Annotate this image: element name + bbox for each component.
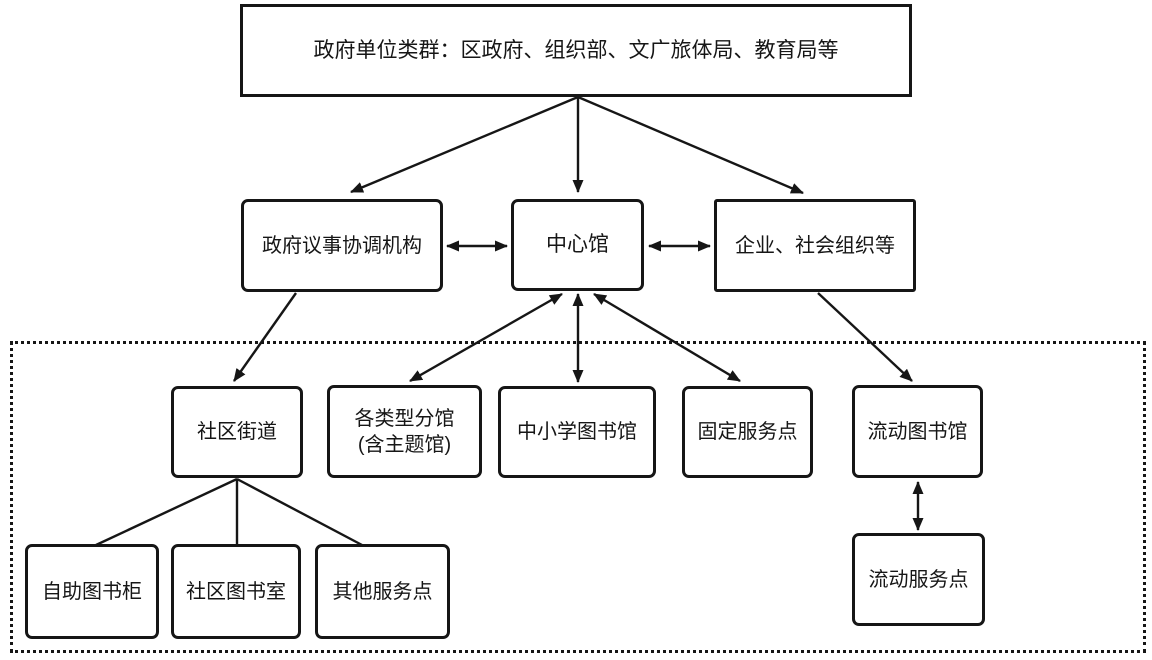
edge-centrallibrary-fixedservice [593,292,741,383]
node-label: 中心馆 [546,233,609,257]
edge-communitystreet-selfcabinet [95,477,238,547]
edge-centrallibrary-branchlibraries [409,292,563,383]
node-label: 中小学图书馆 [517,421,637,443]
node-label: 政府单位类群：区政府、组织部、文广旅体局、教育局等 [313,38,839,62]
node-mobile-library: 流动图书馆 [852,385,983,478]
edge-enterprises-to-mobilelibrary [817,292,913,382]
node-other-service-point: 其他服务点 [315,544,450,639]
edge-govunits-to-enterprises [577,95,804,195]
node-government-coordination-body: 政府议事协调机构 [241,199,443,292]
node-branch-libraries: 各类型分馆 (含主题馆) [327,385,482,478]
node-mobile-service-point: 流动服务点 [852,533,985,626]
edge-govunits-to-govcoordination [350,95,579,194]
node-label: 自助图书柜 [42,580,142,603]
node-community-reading-room: 社区图书室 [171,544,301,639]
node-label-line2: (含主题馆) [357,433,452,456]
node-label: 社区图书室 [186,580,286,603]
node-self-service-book-cabinet: 自助图书柜 [25,544,159,639]
node-label: 流动服务点 [868,568,969,591]
node-central-library: 中心馆 [511,199,644,291]
node-government-units-group: 政府单位类群：区政府、组织部、文广旅体局、教育局等 [240,4,912,97]
node-label-line1: 各类型分馆 [354,407,455,430]
node-label: 其他服务点 [332,580,433,603]
edge-communitystreet-otherservice [236,477,363,547]
node-primary-secondary-school-libraries: 中小学图书馆 [498,386,656,478]
node-label: 企业、社会组织等 [735,234,895,257]
node-label: 政府议事协调机构 [262,234,422,257]
node-label: 流动图书馆 [867,420,968,443]
node-community-street: 社区街道 [171,386,303,478]
node-label: 社区街道 [197,421,277,443]
node-label: 固定服务点 [697,421,798,443]
node-enterprises-social-organizations: 企业、社会组织等 [714,199,916,292]
edge-govcoordination-to-communitystreet [233,292,297,382]
node-fixed-service-point: 固定服务点 [682,386,813,478]
